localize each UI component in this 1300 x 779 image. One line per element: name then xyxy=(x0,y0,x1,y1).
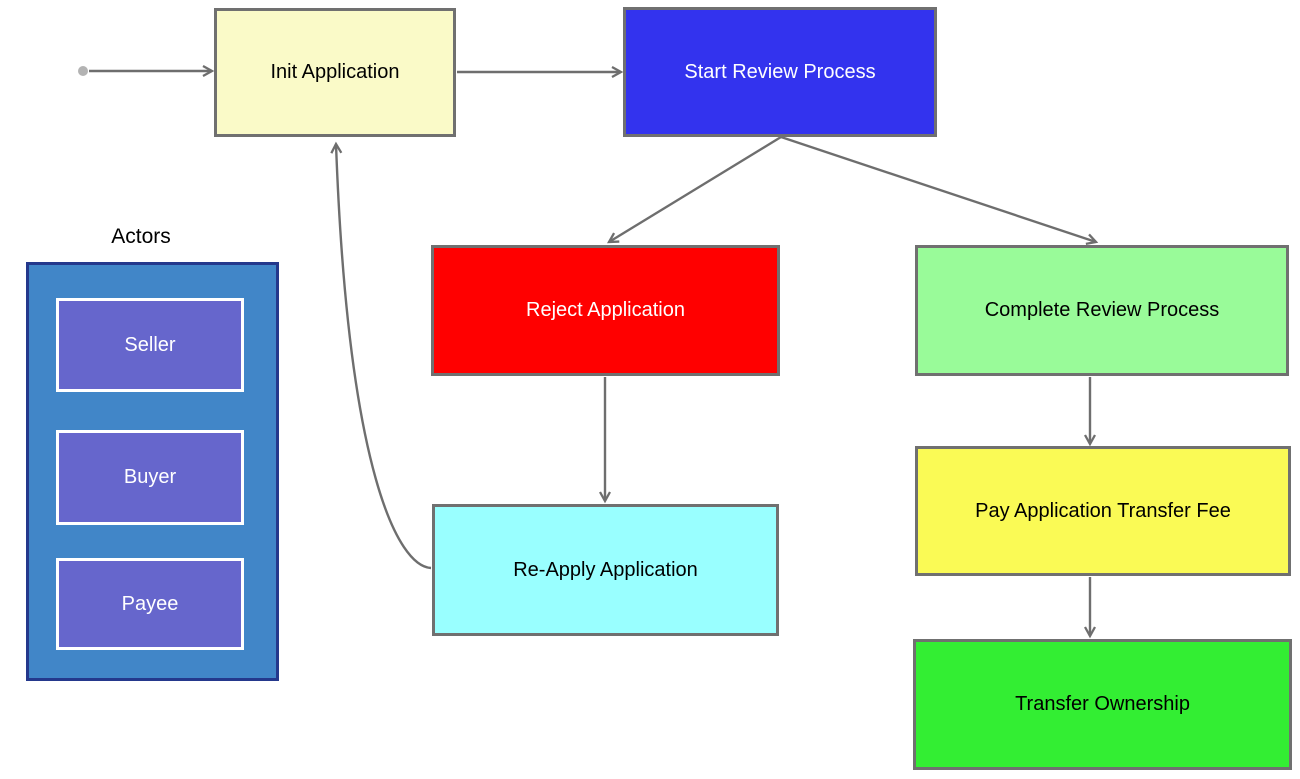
actor-seller[interactable]: Seller xyxy=(56,298,244,392)
actor-label: Seller xyxy=(124,333,176,356)
actor-payee[interactable]: Payee xyxy=(56,558,244,650)
node-init-application[interactable]: Init Application xyxy=(214,8,456,137)
node-label: Pay Application Transfer Fee xyxy=(975,499,1231,522)
edge-reapply-to-init xyxy=(330,141,432,570)
edge-start-review-to-reject xyxy=(606,135,782,244)
node-reapply-application[interactable]: Re-Apply Application xyxy=(432,504,779,636)
edge-start-review-to-complete-review xyxy=(780,135,1099,246)
node-label: Init Application xyxy=(270,61,400,83)
node-label: Transfer Ownership xyxy=(1015,693,1190,715)
start-node-dot[interactable] xyxy=(78,66,88,76)
actor-buyer[interactable]: Buyer xyxy=(56,430,244,525)
actors-group-title: Actors xyxy=(111,225,171,248)
node-transfer-ownership[interactable]: Transfer Ownership xyxy=(913,639,1292,770)
node-complete-review-process[interactable]: Complete Review Process xyxy=(915,245,1289,376)
node-start-review-process[interactable]: Start Review Process xyxy=(623,7,937,137)
node-pay-application-transfer-fee[interactable]: Pay Application Transfer Fee xyxy=(915,446,1291,576)
node-label: Complete Review Process xyxy=(984,299,1220,321)
node-label: Re-Apply Application xyxy=(513,558,698,581)
node-label: Start Review Process xyxy=(684,60,876,83)
node-reject-application[interactable]: Reject Application xyxy=(431,245,780,376)
actor-label: Payee xyxy=(121,592,179,615)
node-label: Reject Application xyxy=(526,299,685,321)
actor-label: Buyer xyxy=(123,466,177,488)
